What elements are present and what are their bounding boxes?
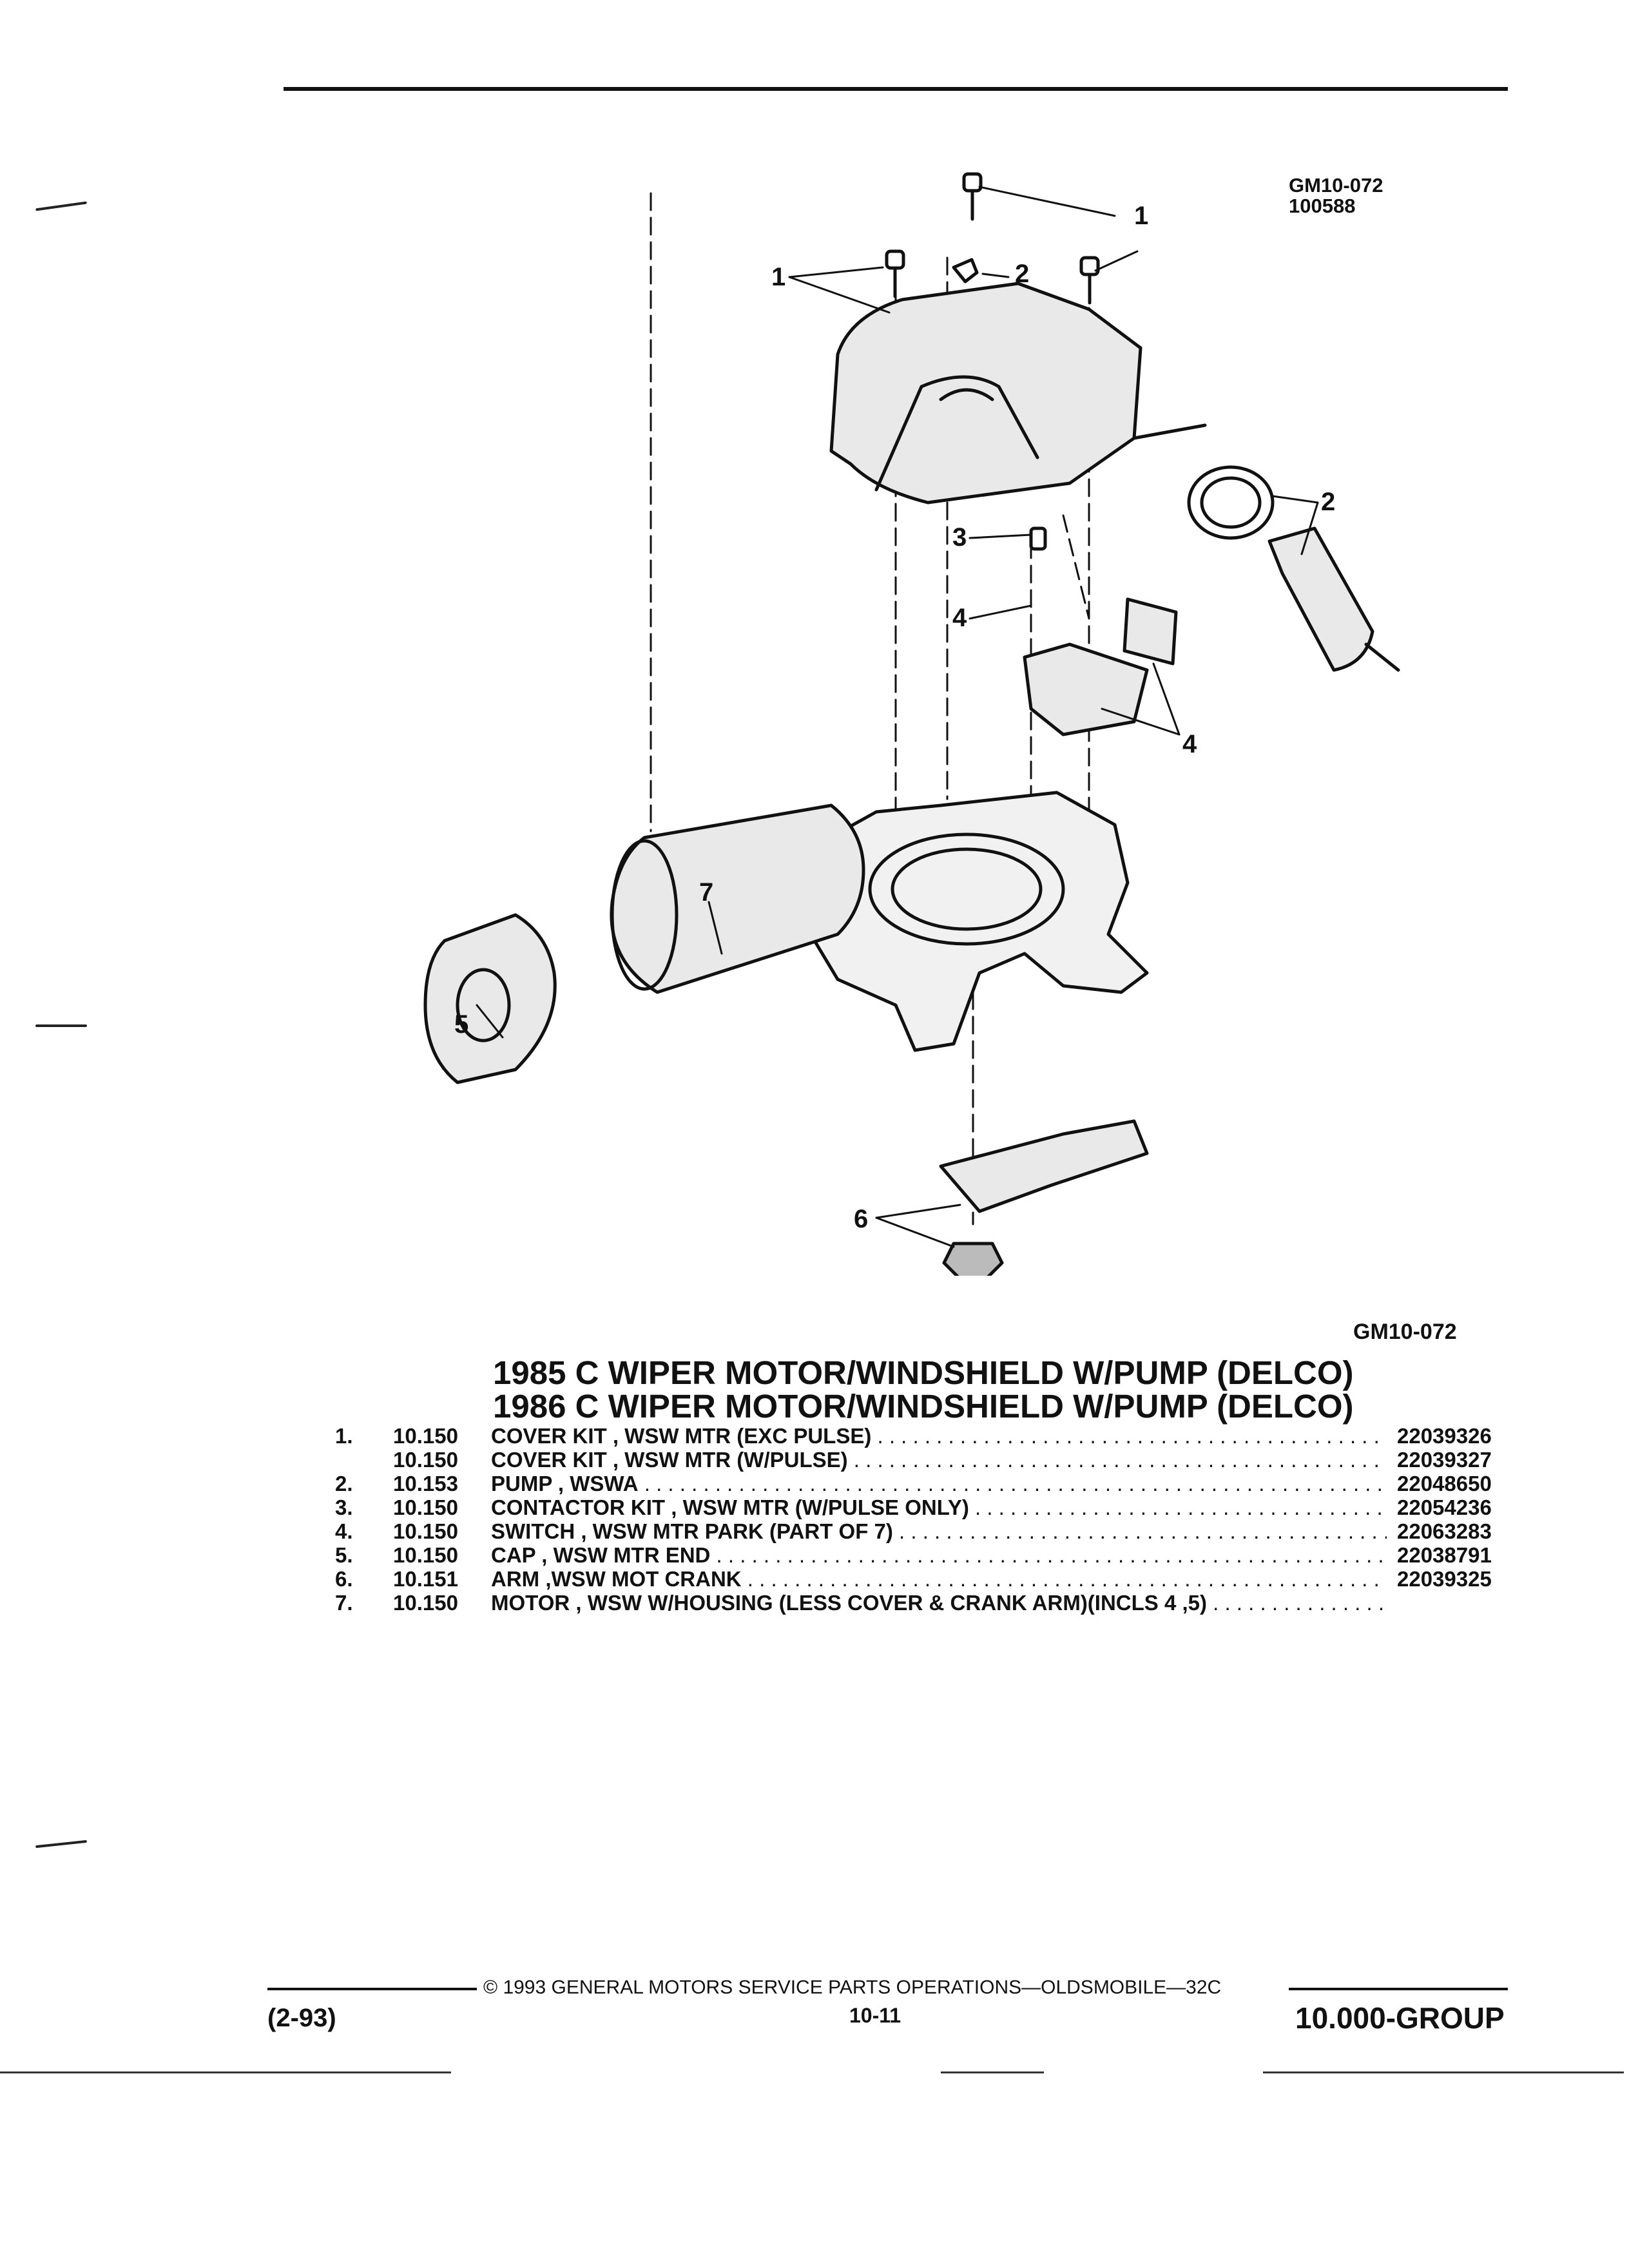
part-catalog-number: 22039325 <box>1393 1567 1492 1591</box>
hole-punch-mark <box>35 201 87 211</box>
figure-id-code: GM10-072 <box>1289 174 1383 197</box>
part-description: COVER KIT , WSW MTR (W/PULSE) <box>491 1448 1387 1472</box>
crank-arm <box>939 1119 1149 1213</box>
part-group-code: 10.150 <box>393 1543 458 1567</box>
contactor-plate <box>1123 597 1178 666</box>
callout-5: 5 <box>454 1010 468 1039</box>
figure-id: GM10-072 100588 <box>1289 175 1383 216</box>
exploded-parts-diagram: 1 1 2 2 3 4 4 5 6 7 <box>423 172 1400 1276</box>
title-1985: 1985 C WIPER MOTOR/WINDSHIELD W/PUMP (DE… <box>493 1354 1354 1391</box>
callout-2a: 2 <box>1015 260 1029 288</box>
part-description: PUMP , WSWA <box>491 1472 1387 1495</box>
part-number-index: 7. <box>335 1591 353 1615</box>
callout-6: 6 <box>854 1205 868 1233</box>
page-number: 10-11 <box>849 2004 901 2027</box>
part-catalog-number: 22054236 <box>1393 1495 1492 1519</box>
footer-rule-left <box>267 1988 477 1990</box>
callout-4b: 4 <box>1182 730 1197 758</box>
part-catalog-number: 22038791 <box>1393 1543 1492 1567</box>
callout-7: 7 <box>699 878 713 907</box>
part-description: SWITCH , WSW MTR PARK (PART OF 7) <box>491 1519 1387 1543</box>
part-catalog-number: 22039326 <box>1393 1424 1492 1448</box>
part-row: 10.150 COVER KIT , WSW MTR (W/PULSE)22039… <box>335 1448 1508 1472</box>
scan-edge-line <box>941 2071 1044 2073</box>
part-group-code: 10.150 <box>393 1448 458 1472</box>
motor-end-cap <box>423 913 557 1084</box>
title-1986: 1986 C WIPER MOTOR/WINDSHIELD W/PUMP (DE… <box>493 1388 1354 1425</box>
part-description: CAP , WSW MTR END <box>491 1543 1387 1567</box>
part-number-index: 3. <box>335 1495 353 1519</box>
figure-caption: GM10-072 <box>1353 1320 1457 1344</box>
callout-2b: 2 <box>1321 488 1335 516</box>
hole-punch-mark <box>35 1024 87 1027</box>
cover-screw-top <box>962 172 983 221</box>
part-description: CONTACTOR KIT , WSW MTR (W/PULSE ONLY) <box>491 1495 1387 1519</box>
section-titles: 1985 C WIPER MOTOR/WINDSHIELD W/PUMP (DE… <box>493 1356 1354 1423</box>
part-group-code: 10.153 <box>393 1472 458 1495</box>
part-row: 6. 10.151 ARM ,WSW MOT CRANK22039325 <box>335 1567 1508 1591</box>
part-description: MOTOR , WSW W/HOUSING (LESS COVER & CRAN… <box>491 1591 1387 1615</box>
scan-edge-line <box>1263 2071 1624 2073</box>
park-switch <box>1023 642 1149 736</box>
group-number: 10.000-GROUP <box>1295 2001 1505 2035</box>
callout-4a: 4 <box>952 604 967 632</box>
footer-rule-right <box>1289 1988 1508 1990</box>
part-description: ARM ,WSW MOT CRANK <box>491 1567 1387 1591</box>
cover-screw-left <box>885 249 905 298</box>
part-group-code: 10.150 <box>393 1519 458 1543</box>
part-row: 2. 10.153 PUMP , WSWA 22048650 <box>335 1472 1508 1495</box>
callout-1b: 1 <box>1134 202 1148 230</box>
callout-1a: 1 <box>771 263 786 291</box>
part-catalog-number: 22039327 <box>1393 1448 1492 1472</box>
figure-id-number: 100588 <box>1289 195 1356 217</box>
motor-cover <box>829 282 1142 505</box>
contactor-screw <box>1029 526 1047 551</box>
leader-lines <box>476 186 1319 1248</box>
part-catalog-number: 22063283 <box>1393 1519 1492 1543</box>
callout-3: 3 <box>952 523 967 552</box>
part-number-index: 6. <box>335 1567 353 1591</box>
part-number-index: 2. <box>335 1472 353 1495</box>
part-row: 4. 10.150 SWITCH , WSW MTR PARK (PART OF 7… <box>335 1519 1508 1543</box>
part-number-index: 5. <box>335 1543 353 1567</box>
part-group-code: 10.150 <box>393 1424 458 1448</box>
part-row: 5. 10.150 CAP , WSW MTR END22038791 <box>335 1543 1508 1567</box>
crank-nut <box>942 1242 1004 1276</box>
pump-seal-ring <box>1187 465 1275 540</box>
hole-punch-mark <box>35 1840 87 1849</box>
part-group-code: 10.150 <box>393 1591 458 1615</box>
part-catalog-number: 22048650 <box>1393 1472 1492 1495</box>
output-gear <box>868 832 1065 946</box>
part-description: COVER KIT , WSW MTR (EXC PULSE) <box>491 1424 1387 1448</box>
motor-can <box>610 803 865 994</box>
pump-clip <box>952 258 979 284</box>
revision-date: (2-93) <box>267 2004 336 2032</box>
part-number-index: 4. <box>335 1519 353 1543</box>
header-rule <box>284 87 1508 91</box>
part-group-code: 10.151 <box>393 1567 458 1591</box>
part-row: 7. 10.150 MOTOR , WSW W/HOUSING (LESS COVE… <box>335 1591 1508 1615</box>
scan-edge-line <box>0 2071 451 2073</box>
part-number-index: 1. <box>335 1424 353 1448</box>
part-row: 3. 10.150 CONTACTOR KIT , WSW MTR (W/PULSE… <box>335 1495 1508 1519</box>
copyright-notice: © 1993 GENERAL MOTORS SERVICE PARTS OPER… <box>483 1977 1222 1998</box>
part-group-code: 10.150 <box>393 1495 458 1519</box>
cover-screw-right <box>1079 256 1100 305</box>
part-row: 1. 10.150 COVER KIT , WSW MTR (EXC PULSE)2… <box>335 1424 1508 1448</box>
washer-pump <box>1268 526 1374 672</box>
